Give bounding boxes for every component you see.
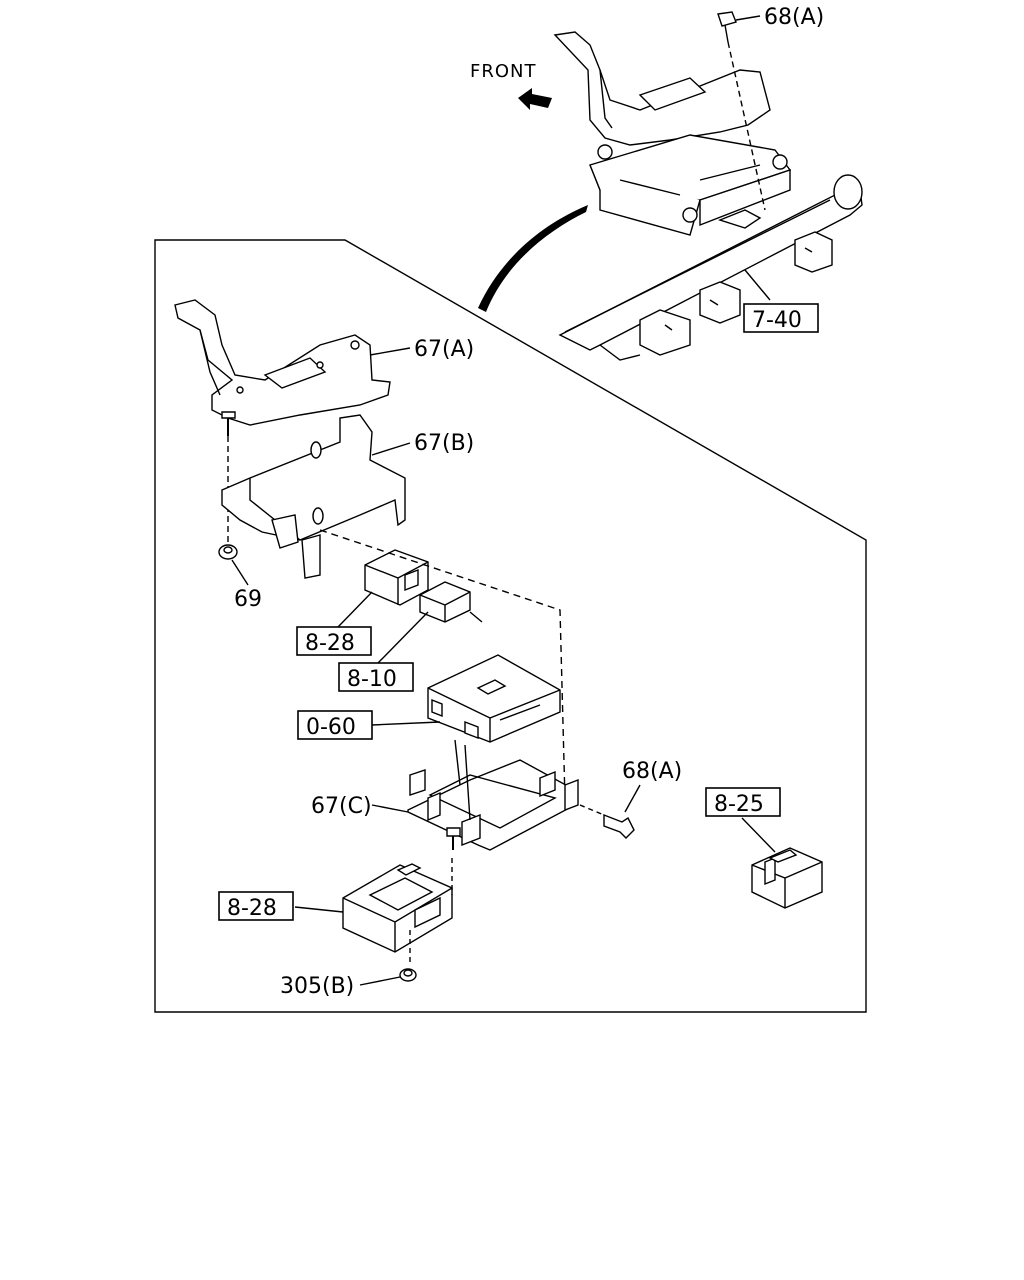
bracket-67a [174,299,391,426]
ref-7-40-label: 7-40 [752,308,802,333]
front-arrow: FRONT [470,61,552,110]
connector-8-10 [419,581,483,623]
relay-8-28-upper [364,549,429,606]
ref-box-8-25[interactable]: 8-25 [705,787,781,817]
vehicle-assembly [553,11,863,361]
ref-box-8-28-upper[interactable]: 8-28 [296,626,372,656]
ref-box-0-60[interactable]: 0-60 [297,710,373,740]
ref-8-25-label: 8-25 [714,792,764,817]
ref-8-28-upper-label: 8-28 [305,631,355,656]
ref-8-10-label: 8-10 [347,667,397,692]
leader-lines [231,15,776,986]
relay-8-28-lower [342,858,453,965]
ref-8-28-lower-label: 8-28 [227,896,277,921]
part-67a-label: 67(A) [414,337,474,362]
part-68a-top-label: 68(A) [764,5,824,30]
control-unit-0-60 [427,654,561,743]
front-label: FRONT [470,61,537,82]
bracket-67c [407,739,579,851]
ref-box-8-10[interactable]: 8-10 [338,662,414,692]
ref-0-60-label: 0-60 [306,715,356,740]
ref-box-7-40[interactable]: 7-40 [743,303,819,333]
relay-8-25 [751,847,823,909]
bracket-67b [221,414,406,579]
part-67b-label: 67(B) [414,431,474,456]
part-305b-label: 305(B) [280,974,354,999]
part-69-label: 69 [234,587,262,612]
part-68a-mid-label: 68(A) [622,759,682,784]
ref-box-8-28-lower[interactable]: 8-28 [218,891,294,921]
detail-callout-arrow [478,205,588,312]
detail-frame [154,239,867,1013]
part-67c-label: 67(C) [311,794,372,819]
